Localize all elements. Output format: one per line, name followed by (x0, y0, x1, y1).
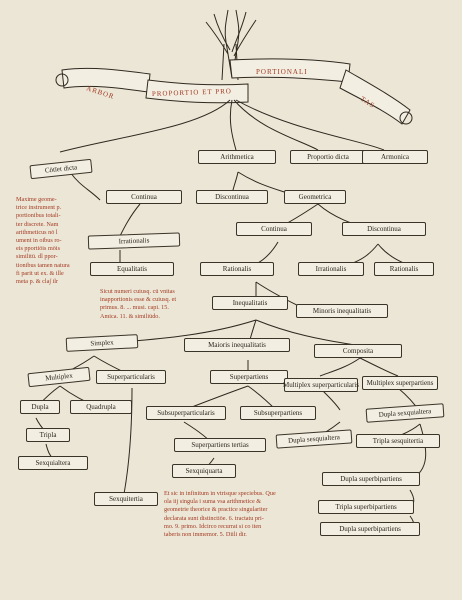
banner-word-proportio: PROPORTIO ET PRO (152, 87, 232, 98)
banner-word-portionali: PORTIONALI (256, 68, 308, 76)
node-composita: Composita (314, 344, 402, 358)
node-discontinua-1: Discontinua (196, 190, 268, 204)
node-tripla: Tripla (26, 428, 70, 442)
commentary-middle: Sicut numeri cuiusq. cū vnitas inapporti… (100, 288, 177, 320)
node-superpartiens: Superpartiens (210, 370, 288, 384)
commentary-left: Maxime geome- trice instrument p. portio… (16, 196, 70, 285)
node-arithmetica: Arithmetica (198, 150, 276, 164)
node-dupla: Dupla (20, 400, 60, 414)
node-dupla-superbipartiens-1: Dupla superbipartiens (322, 472, 420, 486)
node-tripla-sesquitertia: Tripla sesquitertia (356, 434, 440, 448)
node-irrationalis-2: Irrationalis (298, 262, 364, 276)
node-subsuperpartiens: Subsuperpartiens (240, 406, 316, 420)
node-armonica: Armonica (362, 150, 428, 164)
node-continua-2: Continua (236, 222, 312, 236)
node-dupla-superbipartiens-2: Dupla superbipartiens (320, 522, 420, 536)
node-multiplex-superparticularis: Multiplex superparticularis (283, 378, 359, 392)
node-sexquiquarta: Sexquiquarta (172, 464, 236, 478)
node-continua-1: Continua (106, 190, 182, 204)
node-sexquitertia: Sexquitertia (94, 492, 158, 506)
node-superpartiens-tertias: Superpartiens tertias (174, 438, 266, 452)
node-rationalis-2: Rationalis (374, 262, 434, 276)
tree-trunk-illustration (205, 9, 257, 81)
node-tripla-superbipartiens: Tripla superbipartiens (318, 500, 414, 514)
node-quadrupla: Quadrupla (70, 400, 132, 414)
node-subsuperparticularis: Subsuperparticularis (146, 406, 226, 420)
node-sexquialtera: Sexquialtera (18, 456, 88, 470)
node-discontinua-2: Discontinua (342, 222, 426, 236)
commentary-bottom: Et sic in infinitum in vtrisque speciebu… (164, 490, 276, 538)
title-banner-scroll: ARBOR PROPORTIO ET PRO PORTIONALI TAS (55, 58, 413, 125)
node-multiplex-superpartiens: Multiplex superpartiens (362, 376, 438, 390)
node-minoris-inequalitatis: Minoris inequalitatis (296, 304, 388, 318)
node-maioris-inequalitatis: Maioris inequalitatis (184, 338, 290, 352)
node-proportio-dicta: Proportio dicta (290, 150, 366, 164)
node-geometrica: Geometrica (284, 190, 346, 204)
node-rationalis-1: Rationalis (200, 262, 274, 276)
node-inequalitatis: Inequalitatis (212, 296, 288, 310)
node-equalitatis: Equalitatis (90, 262, 174, 276)
node-superparticularis: Superparticularis (96, 370, 166, 384)
